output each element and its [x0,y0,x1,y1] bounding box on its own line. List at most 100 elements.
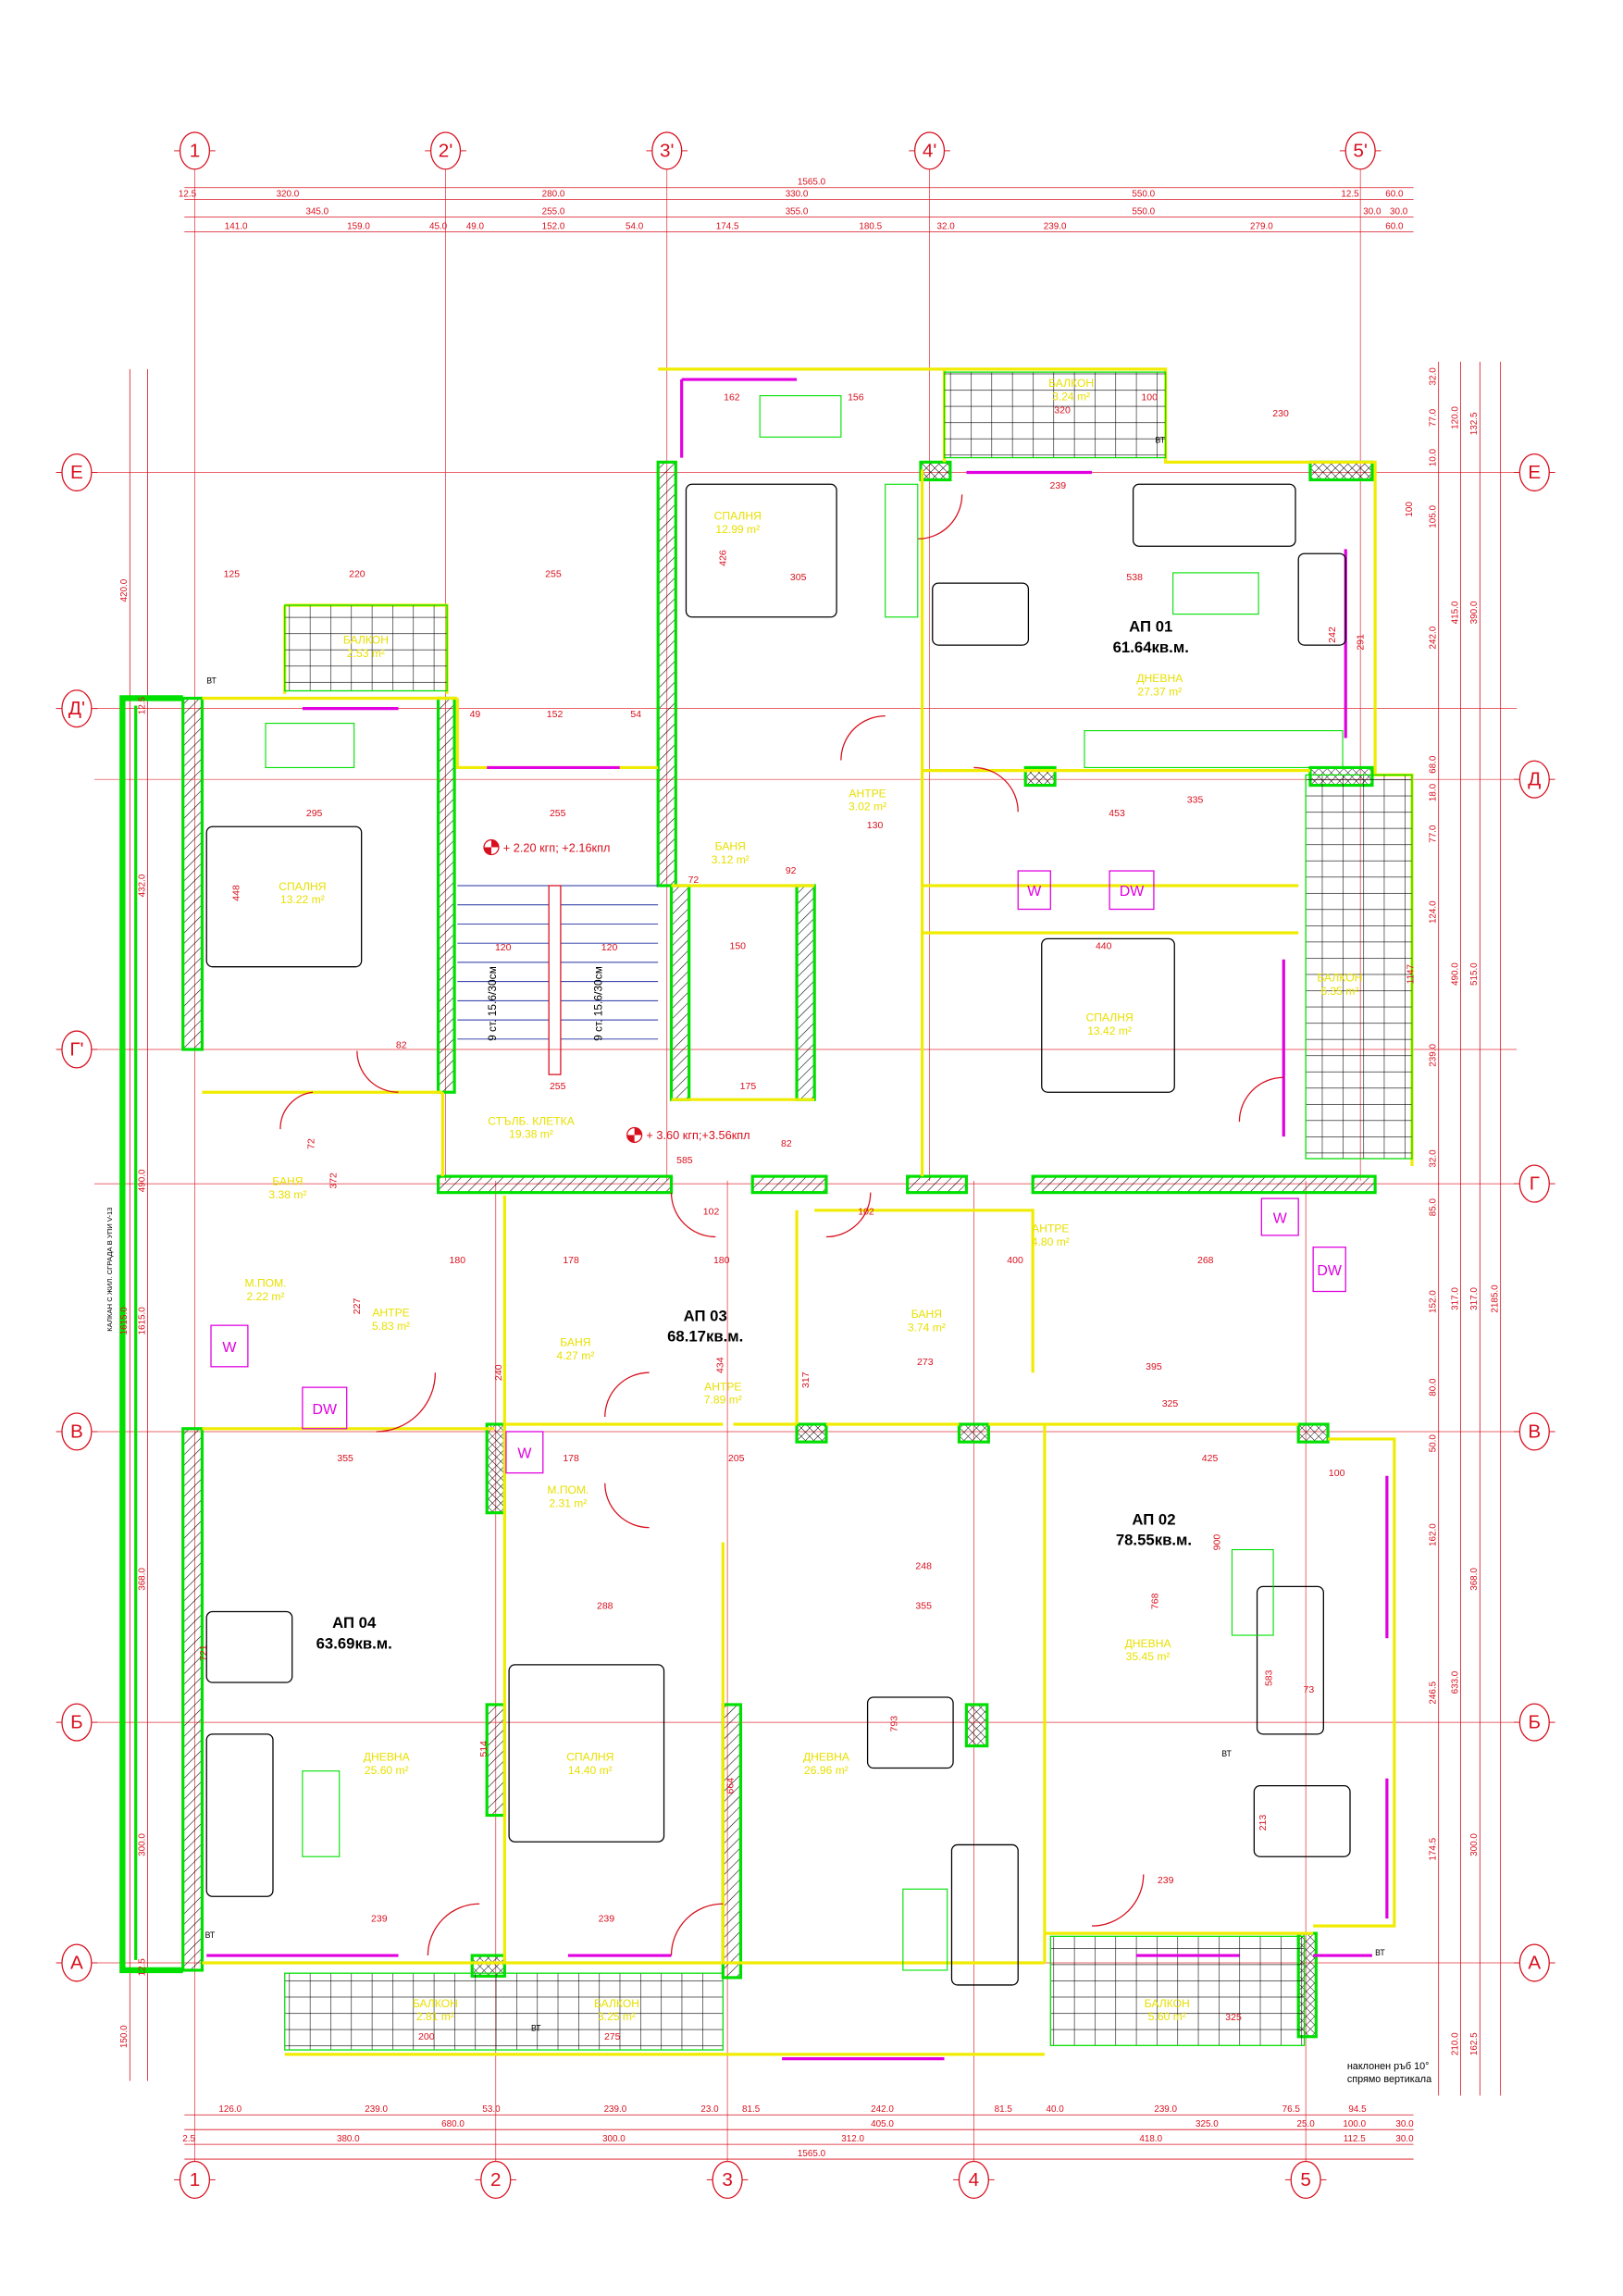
load-bearing-wall [721,1703,743,1980]
dimension-top: 174.5 [716,221,739,231]
load-bearing-wall [656,460,677,887]
dimension-right: 10.0 [1428,448,1438,466]
dimension-right: 2185.0 [1490,1285,1500,1313]
axis-label: Г [1530,1173,1540,1195]
dimension-interior: 255 [550,808,566,819]
room-area: 3.12 m² [712,853,750,866]
balcony-tiles [1049,1935,1306,2046]
dimension-interior: 92 [786,865,797,876]
column [964,1703,989,1748]
apartment-area: 61.64кв.м. [1113,639,1189,656]
dimension-right: 210.0 [1450,2032,1460,2055]
door-swing [604,1371,650,1418]
dimension-top: 45.0 [429,221,448,231]
furniture [1041,937,1175,1093]
furniture-green [1172,572,1259,615]
room-name: СПАЛНЯ [714,510,762,523]
dimension-top: 32.0 [936,221,955,231]
dimension-interior: 434 [714,1357,725,1373]
dimension-interior: 585 [676,1155,693,1166]
furniture-green [265,723,355,768]
partition-wall [658,367,947,463]
dimension-right: 120.0 [1450,406,1460,429]
room-name: БАЛКОН [413,1997,458,2010]
dimension-interior: 664 [725,1778,736,1794]
dimension-top: 280.0 [542,189,565,199]
appliance-label: DW [313,1402,338,1418]
dimension-right: 490.0 [1450,962,1460,986]
dimension-right: 152.0 [1428,1290,1438,1313]
room-name: АНТРЕ [849,787,886,800]
apartment-area: 78.55кв.м. [1116,1532,1192,1549]
dimension-right: 32.0 [1428,367,1438,386]
dimension-left: 300.0 [137,1833,147,1856]
furniture [508,1664,665,1843]
appliance-label: W [222,1340,236,1356]
dimension-right: 162.0 [1428,1523,1438,1546]
room-name: СПАЛНЯ [279,880,326,893]
dimension-bottom: 239.0 [604,2104,627,2115]
axis-label: 4 [969,2169,980,2191]
door-swing [376,1372,437,1433]
dimension-interior: 426 [718,550,729,566]
dimension-bottom: 312.0 [841,2134,864,2144]
grid-lines [94,169,1518,2163]
dimension-top: 330.0 [786,189,809,199]
axis-label: 1 [190,2169,201,2191]
room-name: БАЛКОН [594,1997,639,2010]
room-name: ДНЕВНА [1125,1637,1172,1650]
furniture-green [1084,730,1344,768]
dimension-interior: 355 [915,1600,932,1611]
axis-label: В [70,1421,83,1442]
door-swing [670,1192,716,1238]
dimension-interior: 100 [1141,391,1158,403]
column [1296,1422,1330,1444]
dimension-interior: 120 [601,942,618,953]
dimension-interior: 54 [630,709,641,720]
dimension-interior: 317 [800,1371,812,1388]
room-name: БАЛКОН [1048,377,1094,390]
load-bearing-wall [436,1174,674,1195]
level-annotation: + 3.60 кгп;+3.56кпл [646,1128,750,1142]
furniture-green [759,395,842,438]
axis-label: Д' [68,698,85,719]
stair-annotation: 9 ст. 15.6/30см [486,966,499,1041]
dimension-interior: 130 [867,820,884,831]
dimension-right: 132.5 [1469,412,1480,435]
dimension-right: 390.0 [1469,601,1480,624]
room-area: 19.38 m² [509,1128,553,1141]
dimension-bottom: 380.0 [337,2134,360,2144]
apartment-name: АП 02 [1132,1510,1175,1528]
dimension-right: 1147 [1406,964,1417,984]
appliance [1017,870,1051,911]
dimension-left: 490.0 [137,1169,147,1192]
dimension-interior: 162 [724,391,740,403]
dimension-top: 1565.0 [798,178,826,188]
furniture [1256,1585,1324,1735]
appliance-label: W [517,1446,531,1462]
dimension-interior: 721 [198,1644,209,1661]
room-name: ДНЕВНА [364,1751,411,1764]
dimension-interior: 305 [790,572,807,583]
dimension-top: 159.0 [347,221,370,231]
axis-label: Е [70,462,83,483]
dimension-top: 239.0 [1044,221,1067,231]
dimension-right: 242.0 [1428,626,1438,649]
room-area: 4.80 m² [1032,1235,1070,1248]
room-area: 2.22 m² [246,1290,284,1303]
dimension-bottom: 40.0 [1046,2104,1064,2115]
door-swing [825,1192,872,1238]
dimension-interior: 100 [1329,1468,1345,1479]
dimension-interior: 372 [328,1173,340,1189]
dimension-right: 300.0 [1469,1833,1480,1856]
appliance [505,1431,544,1474]
dimension-interior: 248 [915,1560,932,1571]
dimension-right: 415.0 [1450,601,1460,624]
room-name: БАНЯ [272,1175,303,1188]
appliance-label: W [1027,884,1041,900]
dimension-bottom: 112.5 [1344,2134,1366,2144]
edge-note: спрямо вертикала [1347,2074,1432,2085]
dimension-top: 255.0 [542,206,565,217]
balcony-tiles [284,1972,724,2051]
dimension-top: 345.0 [305,206,328,217]
